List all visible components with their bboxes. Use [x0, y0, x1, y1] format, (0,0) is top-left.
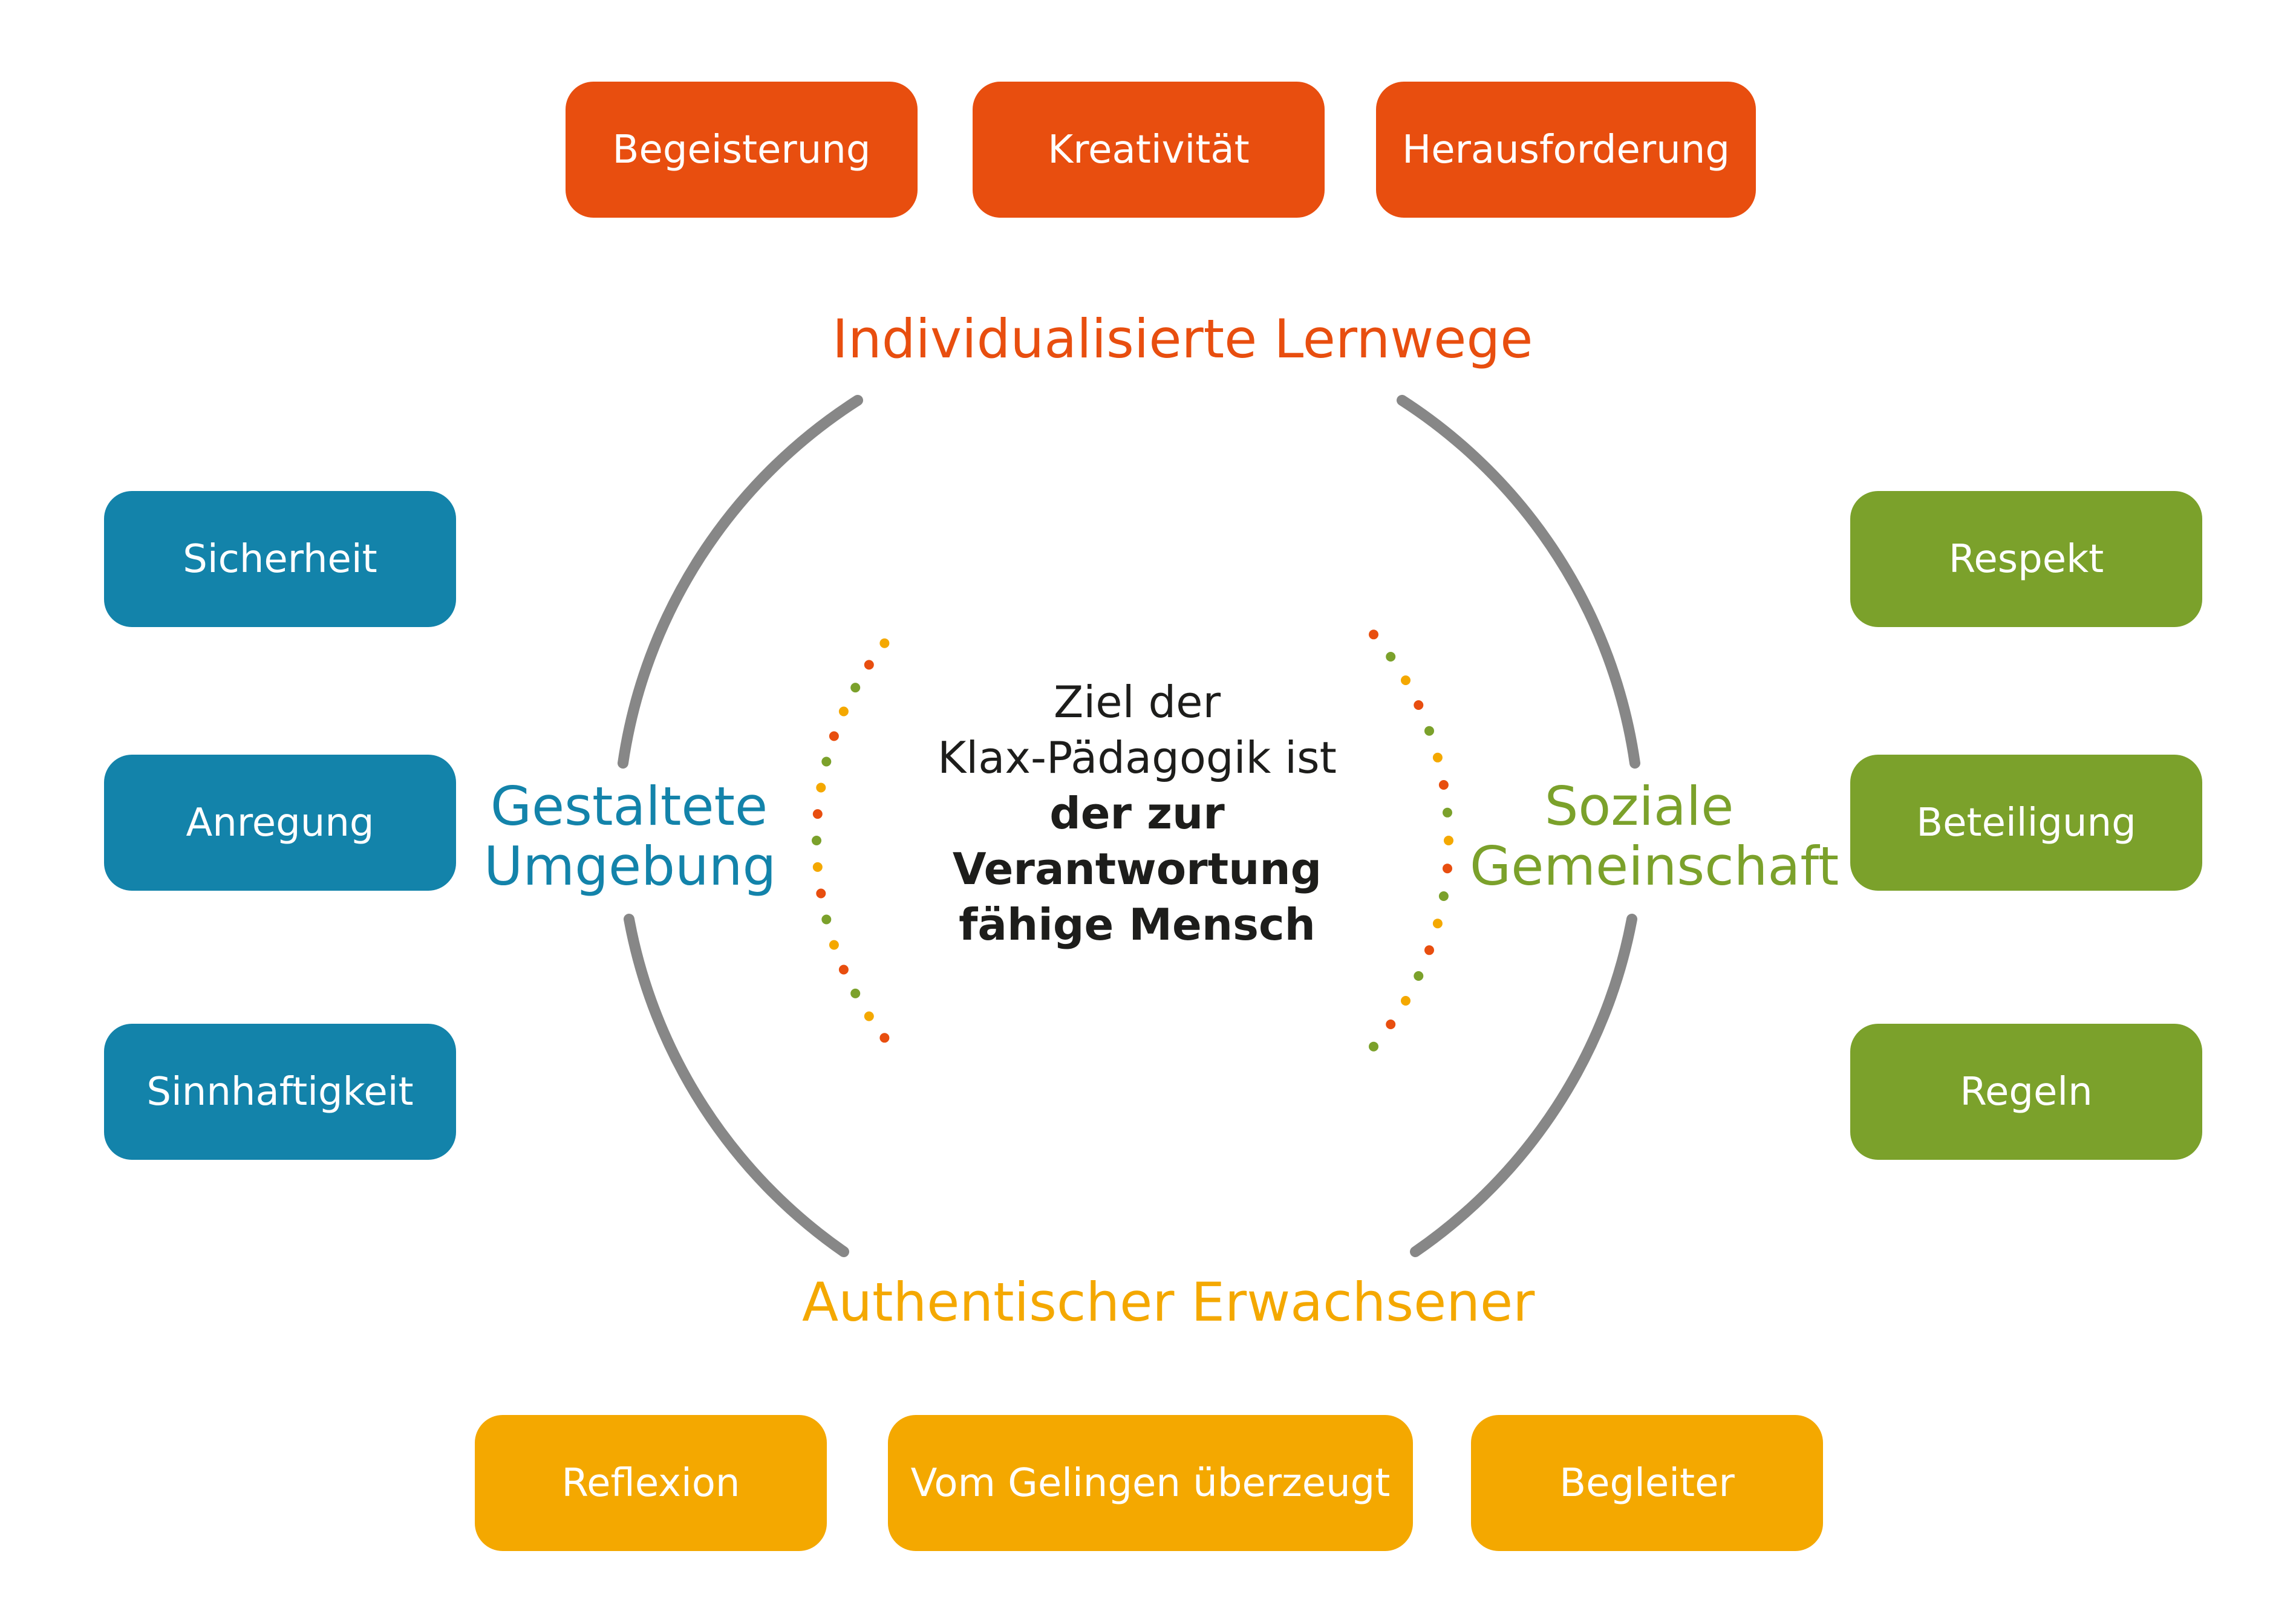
arc-dot [838, 964, 849, 975]
box-respekt: Respekt [1850, 491, 2202, 627]
arc-dot [1424, 945, 1434, 955]
box-begleiter: Begleiter [1471, 1415, 1823, 1551]
arc-dot [1414, 971, 1424, 981]
ring-arc-top-right [1397, 395, 1640, 769]
arc-dot [1369, 629, 1378, 640]
arc-dot [1432, 919, 1443, 929]
arc-dot [1438, 780, 1449, 790]
arc-dot [1369, 1041, 1378, 1052]
center-text-line1: Ziel der [1053, 677, 1221, 727]
arc-dot [838, 706, 849, 717]
arc-dot [816, 782, 826, 793]
arc-dot [829, 940, 839, 950]
center-goal-text: Ziel der Klax-Pädagogik ist der zur Vera… [895, 674, 1379, 952]
arc-dot [864, 1011, 874, 1021]
arc-dot [829, 731, 839, 741]
arc-dot [821, 914, 832, 925]
box-regeln: Regeln [1850, 1024, 2202, 1160]
box-sicherheit: Sicherheit [104, 491, 456, 627]
category-individualisierte-lernwege: Individualisierte Lernwege [832, 308, 1533, 370]
arc-dot [1401, 675, 1411, 685]
category-soziale-gemeinschaft-line1: Soziale [1544, 775, 1734, 838]
category-soziale-gemeinschaft-line2: Gemeinschaft [1470, 834, 1839, 897]
arc-dot [812, 836, 821, 845]
box-sinnhaftigkeit: Sinnhaftigkeit [104, 1024, 456, 1160]
box-vom-gelingen-ueberzeugt: Vom Gelingen überzeugt [888, 1415, 1413, 1551]
arc-dot [1386, 1020, 1396, 1029]
ring-arc-bottom-right [1410, 914, 1637, 1257]
center-text-line2: Klax-Pädagogik ist [938, 732, 1337, 783]
ring-arc-bottom-left [624, 914, 849, 1257]
outer-ring [618, 395, 1640, 1257]
arc-dot [1401, 996, 1411, 1006]
box-begeisterung: Begeisterung [566, 82, 918, 218]
arc-dot [821, 756, 832, 767]
arc-dot [879, 638, 890, 648]
arc-dot [1386, 652, 1396, 662]
center-text-line4: Verantwortung [952, 844, 1322, 894]
arc-dot [812, 809, 823, 819]
arc-dot [864, 660, 874, 670]
arc-dot [1414, 700, 1424, 710]
arc-dot [1438, 891, 1449, 901]
arc-dot [1444, 836, 1453, 845]
ring-arc-top-left [618, 395, 863, 769]
box-reflexion: Reflexion [475, 1415, 827, 1551]
arc-dot [850, 988, 861, 998]
arc-dot [1432, 752, 1443, 763]
dotted-arc-right [1369, 629, 1453, 1052]
category-gestaltete-umgebung-line2: Umgebung [484, 834, 777, 897]
dotted-arc-left [812, 638, 890, 1043]
arc-dot [879, 1033, 890, 1043]
arc-dot [1443, 807, 1452, 818]
arc-dot [850, 683, 861, 693]
box-beteiligung: Beteiligung [1850, 755, 2202, 891]
arc-dot [1424, 726, 1434, 736]
arc-dot [812, 862, 823, 872]
box-kreativitaet: Kreativität [973, 82, 1325, 218]
arc-dot [816, 888, 826, 899]
box-herausforderung: Herausforderung [1376, 82, 1756, 218]
center-text-line3: der zur [1049, 788, 1225, 839]
category-gestaltete-umgebung-line1: Gestaltete [490, 775, 768, 838]
category-soziale-gemeinschaft: Soziale Gemeinschaft [1470, 775, 1839, 897]
arc-dot [1443, 864, 1452, 874]
category-authentischer-erwachsener: Authentischer Erwachsener [802, 1271, 1535, 1333]
center-text-line5: fähige Mensch [959, 899, 1316, 950]
category-gestaltete-umgebung: Gestaltete Umgebung [484, 775, 777, 897]
box-anregung: Anregung [104, 755, 456, 891]
